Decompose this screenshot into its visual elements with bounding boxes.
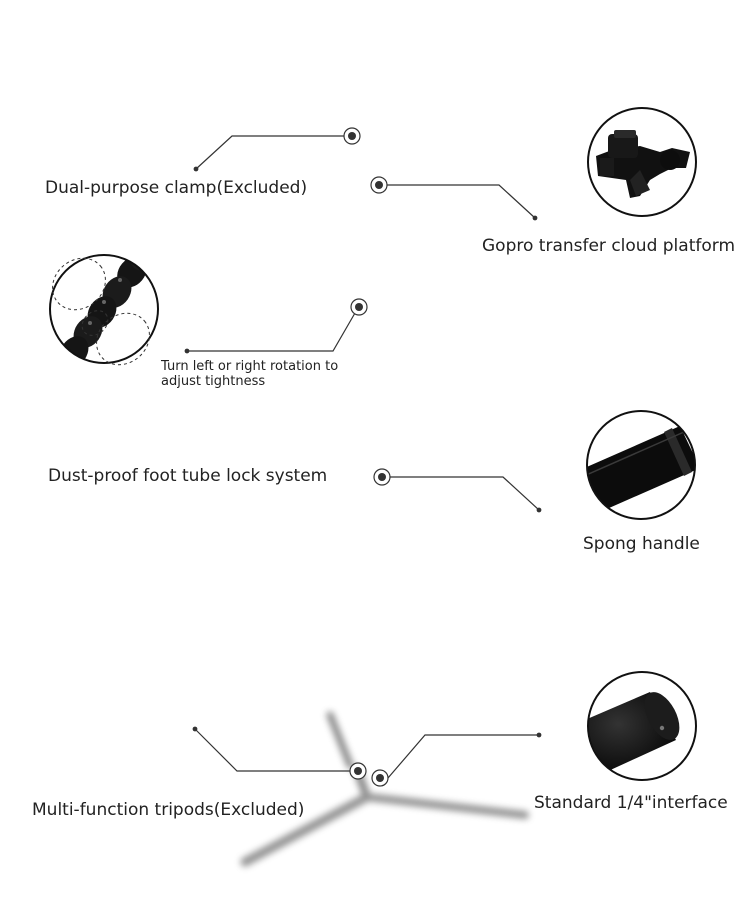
callout-standard-interface bbox=[371, 732, 542, 787]
callout-gopro-platform bbox=[370, 176, 538, 221]
label-gopro-platform: Gopro transfer cloud platform bbox=[482, 236, 735, 256]
label-multi-function-tripods: Multi-function tripods(Excluded) bbox=[32, 800, 305, 820]
callout-turn-rotation bbox=[184, 298, 368, 354]
callout-dual-purpose-clamp bbox=[193, 127, 361, 172]
callout-dust-proof bbox=[373, 468, 542, 513]
label-turn-rotation: Turn left or right rotation to adjust ti… bbox=[161, 359, 338, 389]
flex-leg-detail bbox=[49, 254, 159, 366]
callout-tripods bbox=[192, 726, 367, 780]
label-dual-purpose-clamp: Dual-purpose clamp(Excluded) bbox=[45, 178, 308, 198]
label-turn-rotation-line1: Turn left or right rotation to bbox=[161, 359, 339, 374]
standard-interface-detail bbox=[587, 671, 697, 781]
sponge-handle-detail bbox=[586, 410, 696, 520]
label-turn-rotation-line2: adjust tightness bbox=[161, 374, 266, 389]
label-spong-handle: Spong handle bbox=[583, 534, 700, 554]
label-dust-proof-lock: Dust-proof foot tube lock system bbox=[48, 466, 328, 486]
label-standard-interface: Standard 1/4"interface bbox=[534, 793, 728, 813]
gopro-mount-detail bbox=[587, 107, 697, 217]
tripod-image bbox=[240, 711, 529, 867]
